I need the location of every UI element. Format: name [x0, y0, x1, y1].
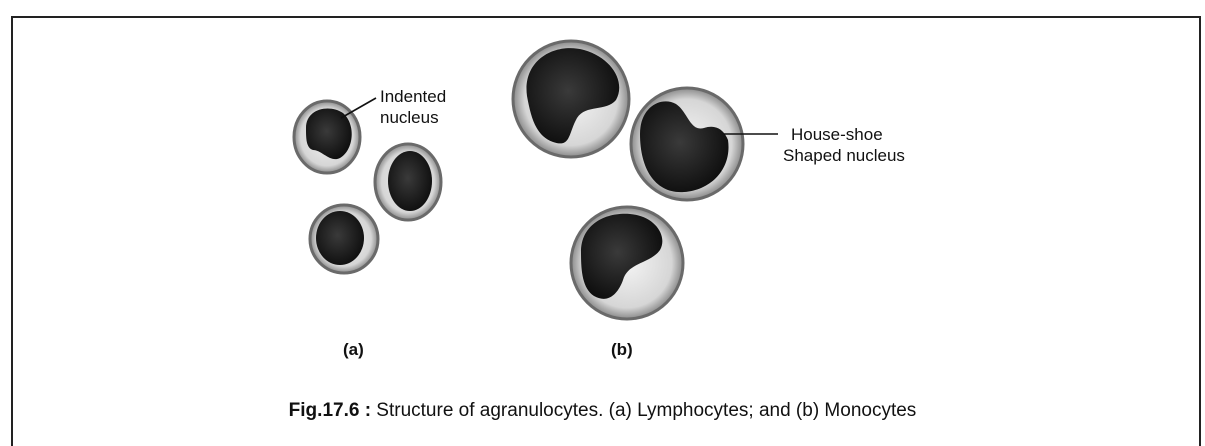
- panel-label-b: (b): [611, 340, 633, 360]
- monocyte-cell-1: [513, 41, 629, 157]
- panel-label-a: (a): [343, 340, 364, 360]
- house-shoe-nucleus-label: House-shoe Shaped nucleus: [783, 124, 905, 166]
- indented-nucleus-label-line1: Indented: [380, 86, 446, 107]
- indented-nucleus-label: Indented nucleus: [380, 86, 446, 128]
- monocyte-cell-2: [631, 88, 743, 200]
- figure-caption-text: Structure of agranulocytes. (a) Lymphocy…: [371, 400, 916, 421]
- monocyte-cell-3: [571, 207, 683, 319]
- lymphocyte-cell-2: [375, 144, 441, 220]
- figure-caption-prefix: Fig.17.6 :: [289, 400, 371, 421]
- lymphocyte-cell-3: [310, 205, 378, 273]
- figure-caption: Fig.17.6 : Structure of agranulocytes. (…: [0, 400, 1205, 422]
- house-shoe-nucleus-label-line2: Shaped nucleus: [783, 145, 905, 166]
- lymphocyte-cell-1: [294, 101, 360, 173]
- house-shoe-nucleus-label-line1: House-shoe: [783, 124, 905, 145]
- indented-nucleus-label-line2: nucleus: [380, 107, 446, 128]
